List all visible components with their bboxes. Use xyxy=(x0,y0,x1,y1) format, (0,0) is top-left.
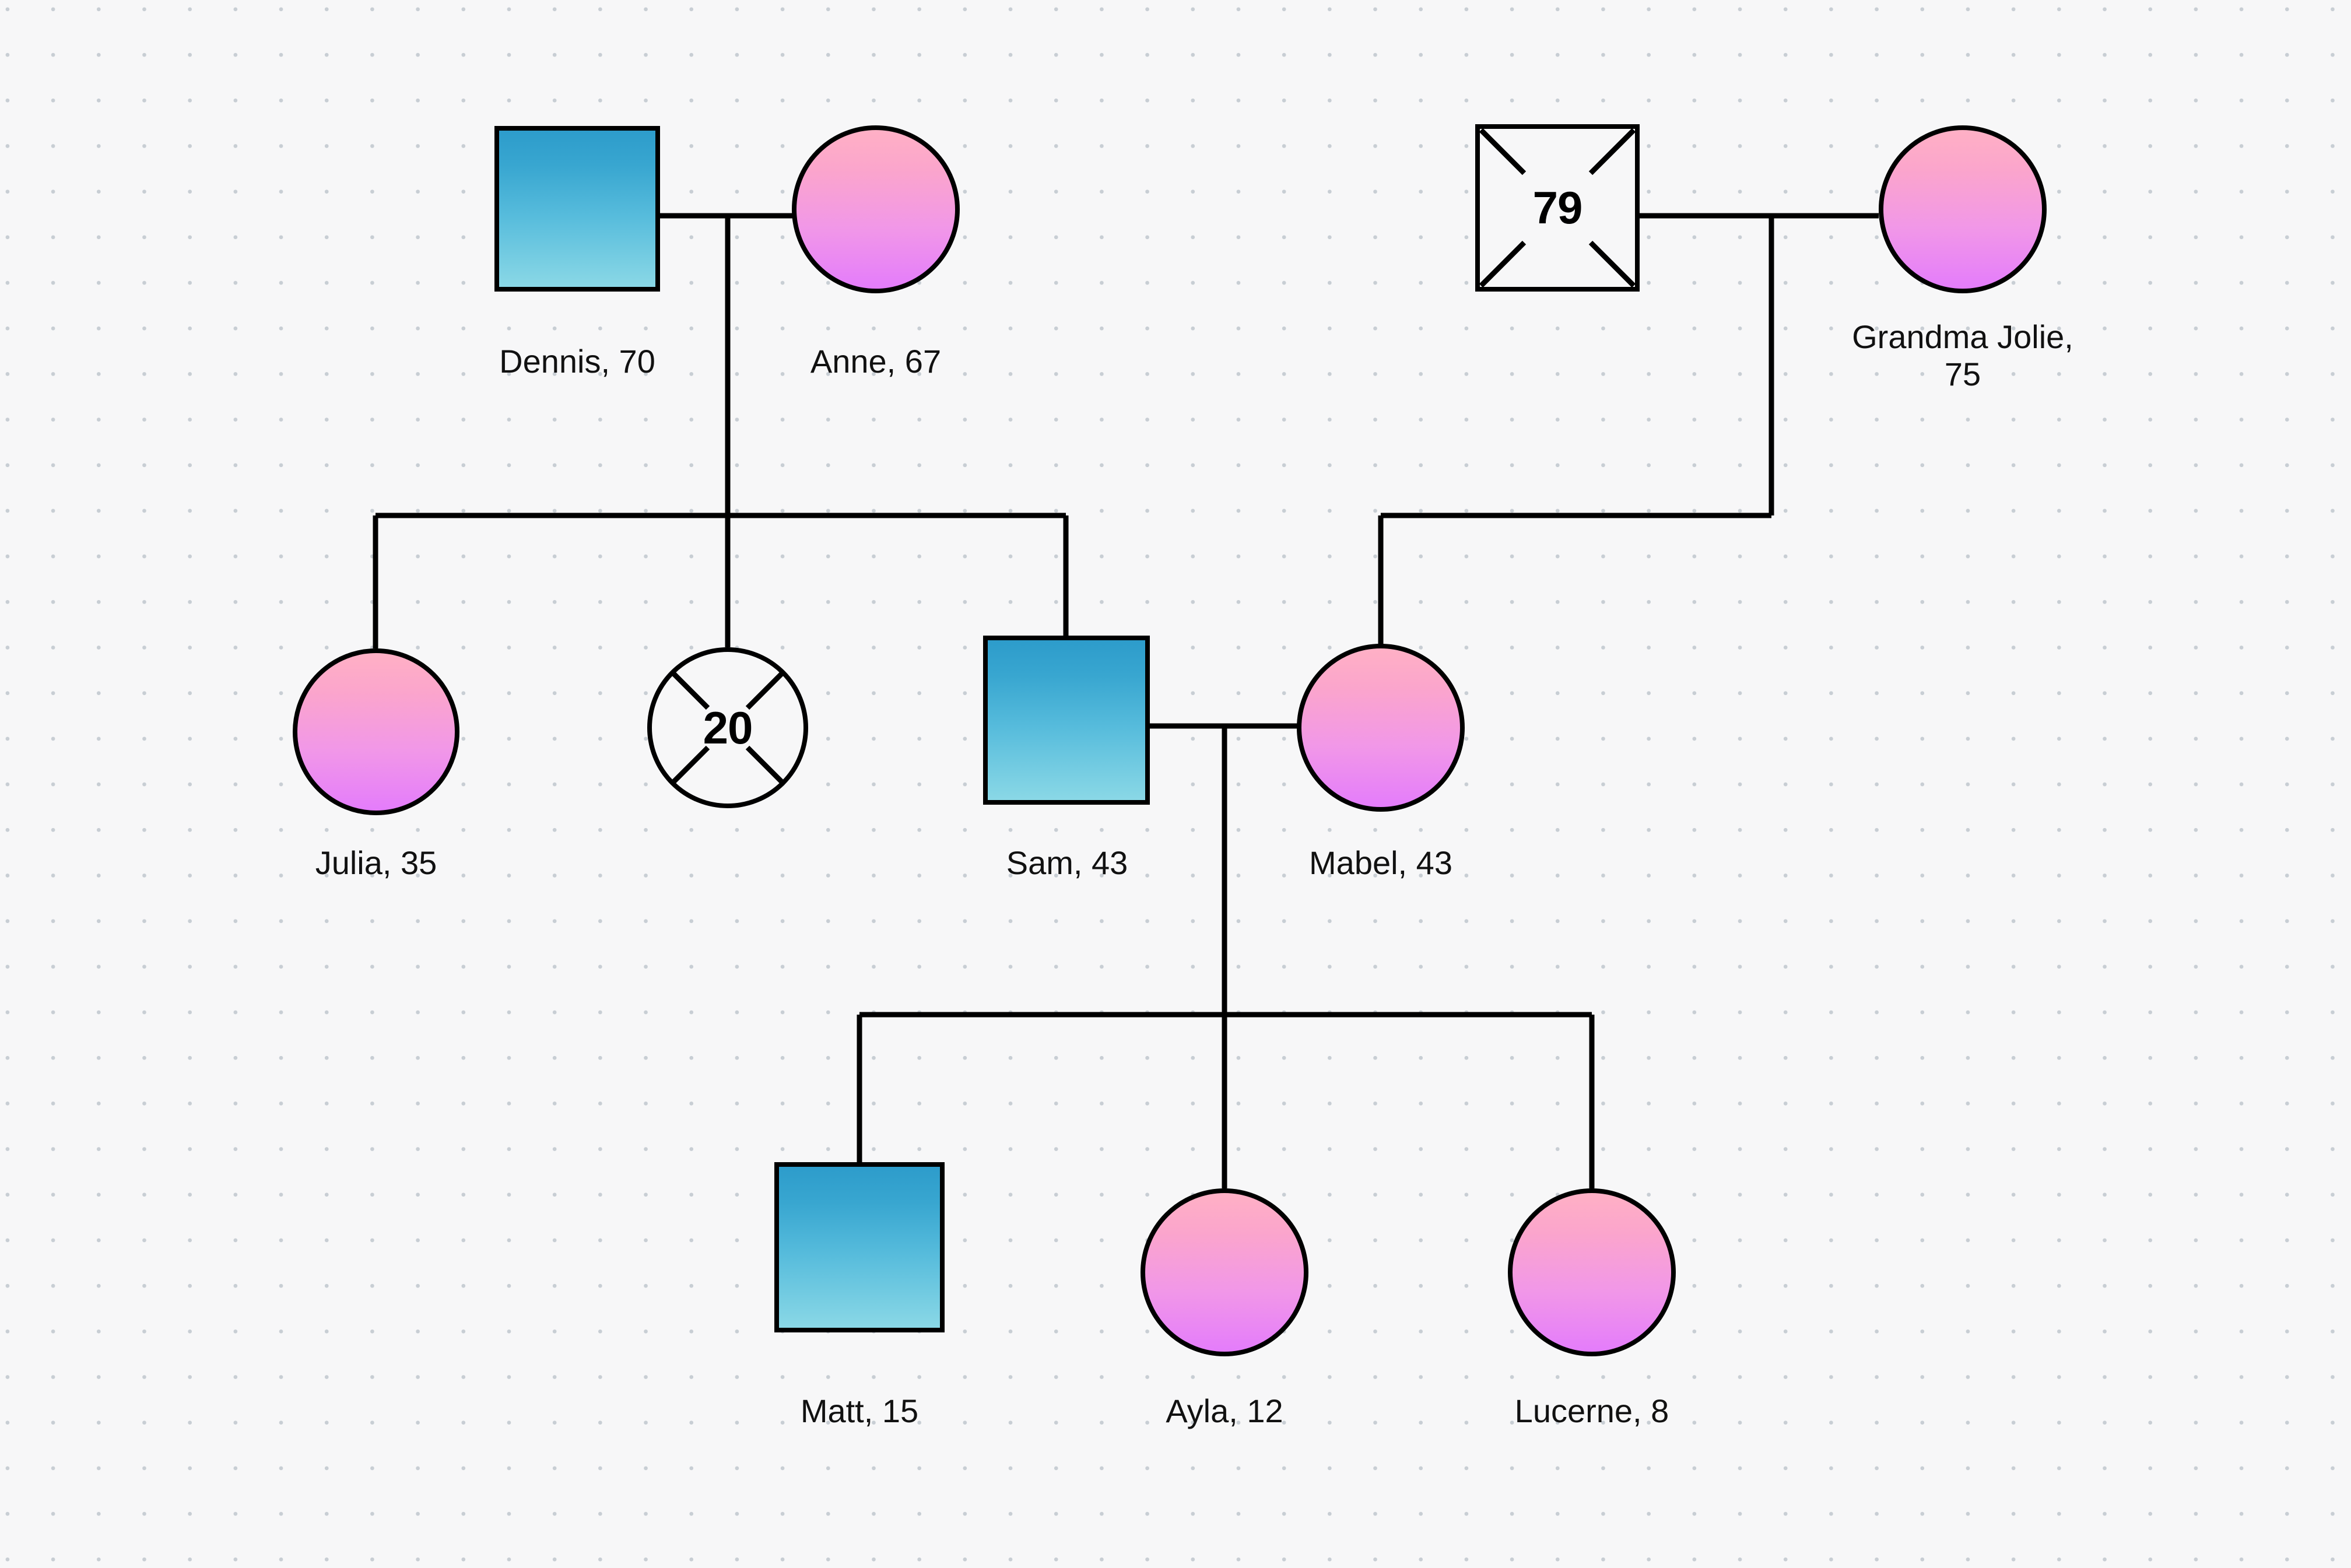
person-node-matt[interactable] xyxy=(774,1162,945,1332)
female-circle-lucerne xyxy=(1508,1188,1676,1356)
person-label-sam: Sam, 43 xyxy=(1006,844,1128,881)
deceased-x-icon xyxy=(672,672,784,784)
male-square-dennis xyxy=(494,126,660,292)
deceased-male-square: 79 xyxy=(1475,124,1640,292)
person-label-mabel: Mabel, 43 xyxy=(1309,844,1452,881)
person-node-dennis[interactable] xyxy=(494,126,660,292)
person-label-anne: Anne, 67 xyxy=(810,343,942,380)
person-node-lucerne[interactable] xyxy=(1508,1188,1676,1356)
person-label-dennis: Dennis, 70 xyxy=(499,343,655,380)
female-circle-julia xyxy=(293,648,459,815)
deceased-x-icon xyxy=(1480,129,1635,287)
female-circle-ayla xyxy=(1141,1188,1308,1356)
age-inside-deceased-79: 79 xyxy=(1532,182,1583,233)
person-node-deceased-79[interactable]: 79 xyxy=(1475,124,1640,292)
person-label-jolie: Grandma Jolie, 75 xyxy=(1852,318,2073,392)
female-circle-mabel xyxy=(1297,644,1465,812)
female-circle-jolie xyxy=(1879,125,2047,293)
person-node-ayla[interactable] xyxy=(1141,1188,1308,1356)
male-square-sam xyxy=(983,636,1150,805)
female-circle-anne xyxy=(792,125,960,293)
person-label-matt: Matt, 15 xyxy=(800,1392,919,1429)
person-node-jolie[interactable] xyxy=(1879,125,2047,293)
person-node-anne[interactable] xyxy=(792,125,960,293)
person-node-sam[interactable] xyxy=(983,636,1150,805)
person-label-lucerne: Lucerne, 8 xyxy=(1514,1392,1669,1429)
person-node-mabel[interactable] xyxy=(1297,644,1465,812)
male-square-matt xyxy=(774,1162,945,1332)
person-label-julia: Julia, 35 xyxy=(315,844,437,881)
person-node-julia[interactable] xyxy=(293,648,459,815)
deceased-female-circle: 20 xyxy=(647,647,808,808)
person-label-ayla: Ayla, 12 xyxy=(1166,1392,1283,1429)
age-inside-deceased-20: 20 xyxy=(703,701,753,753)
person-node-deceased-20[interactable]: 20 xyxy=(647,647,808,808)
